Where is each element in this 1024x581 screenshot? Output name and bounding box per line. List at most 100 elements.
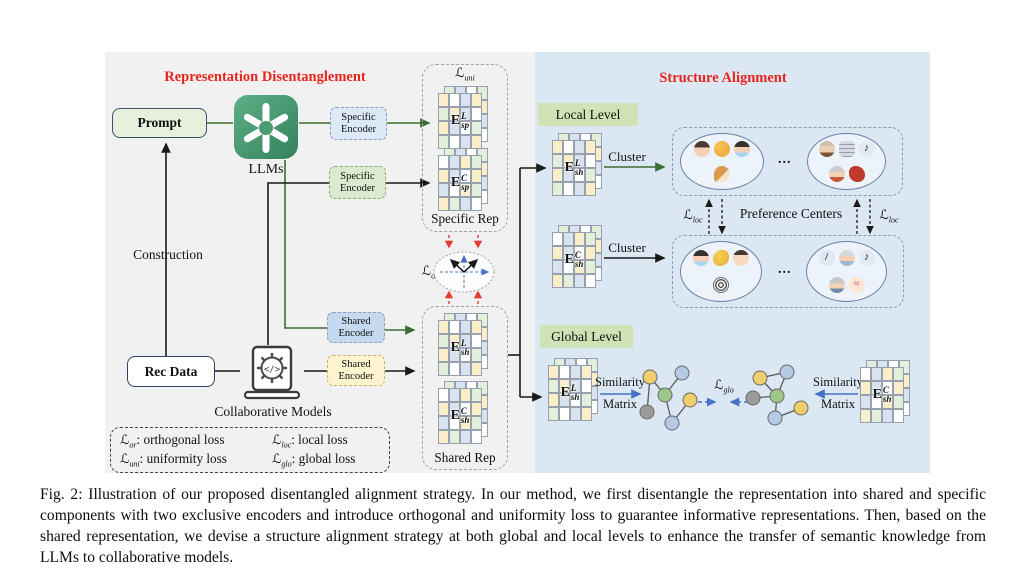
matrix-cell — [471, 320, 482, 334]
orthogonal-axes-icon — [433, 251, 495, 293]
peach-icon — [714, 141, 730, 158]
matrix-cell — [552, 140, 563, 154]
coins-icon — [838, 141, 855, 158]
matrix-cell — [471, 155, 482, 169]
matrix-cell — [460, 362, 471, 376]
collaborative-model: </> — [240, 345, 304, 403]
shared-encoder-collab: Shared Encoder — [327, 355, 385, 386]
matrix-cell — [471, 388, 482, 402]
matrix-cell — [438, 320, 449, 334]
matrix-cell — [570, 365, 581, 379]
matrix-cell — [860, 381, 871, 395]
matrix-cell — [460, 183, 471, 197]
legend-loc-desc: : local loss — [291, 431, 348, 447]
matrix-cell — [552, 274, 563, 288]
matrix-cell — [438, 135, 449, 149]
similarity-left-line2: Matrix — [602, 397, 638, 411]
left-panel-title: Representation Disentanglement — [164, 69, 366, 85]
graph-node-gray — [745, 390, 761, 406]
cluster-ellipsis-top: ... — [778, 152, 792, 167]
matrix-cell — [449, 183, 460, 197]
matrix-cell — [438, 402, 449, 416]
matrix-cell — [585, 168, 596, 182]
matrix-cell — [438, 197, 449, 211]
matrix-cell — [585, 260, 596, 274]
matrix-cell — [449, 107, 460, 121]
matrix-cell — [438, 121, 449, 135]
matrix-cell — [438, 362, 449, 376]
matrix-cell — [460, 320, 471, 334]
matrix-cell — [559, 365, 570, 379]
matrix-cell — [563, 274, 574, 288]
global-loss-label: ℒglo — [714, 378, 734, 395]
matrix-cell — [882, 395, 893, 409]
local-level-label: Local Level — [555, 106, 621, 122]
matrix-cell — [438, 430, 449, 444]
similarity-right-line1: Similarity — [813, 375, 863, 389]
matrix-cell — [882, 381, 893, 395]
matrix-cell — [449, 121, 460, 135]
granny-icon — [828, 276, 845, 293]
matrix-cell — [471, 362, 482, 376]
matrix-cell — [893, 395, 904, 409]
figure-caption: Fig. 2: Illustration of our proposed dis… — [40, 486, 986, 566]
similarity-graph-llm — [636, 358, 702, 432]
matrix-cell — [438, 416, 449, 430]
local-loss-left-label: ℒloc — [683, 208, 703, 225]
prompt-box: Prompt — [112, 108, 207, 138]
matrix-cell — [438, 155, 449, 169]
graph-node-yellow — [682, 392, 698, 408]
dancer-music-icon — [858, 141, 875, 158]
matrix-cell — [449, 430, 460, 444]
matrix-cell — [552, 246, 563, 260]
matrix-cell — [563, 232, 574, 246]
matrix-cell — [471, 197, 482, 211]
fishing-man-icon — [818, 250, 835, 267]
matrix-cell — [574, 260, 585, 274]
matrix-cell — [585, 154, 596, 168]
matrix-cell — [581, 407, 592, 421]
matrix-cell — [552, 232, 563, 246]
matrix-cell — [449, 416, 460, 430]
matrix-cell — [449, 169, 460, 183]
matrix-cell — [460, 388, 471, 402]
woman-icon — [694, 141, 710, 158]
graph-node-yellow — [793, 400, 809, 416]
matrix-cell — [585, 274, 596, 288]
matrix-cell — [581, 379, 592, 393]
matrix-cell — [449, 197, 460, 211]
matrix-cell — [893, 367, 904, 381]
matrix-cell — [860, 395, 871, 409]
matrix-cell — [438, 334, 449, 348]
svg-text:</>: </> — [264, 365, 281, 375]
matrix-cell — [449, 334, 460, 348]
matrix-cell — [460, 107, 471, 121]
orthogonal-axes — [432, 250, 496, 294]
boy-icon — [693, 250, 709, 267]
matrix-cell — [581, 365, 592, 379]
matrix-cell — [460, 121, 471, 135]
matrix-cell — [563, 140, 574, 154]
cluster-ellipsis-bottom: ... — [778, 262, 792, 277]
matrix-cell — [570, 407, 581, 421]
prompt-label: Prompt — [137, 115, 182, 130]
matrix-cell — [585, 246, 596, 260]
cluster-label-top: Cluster — [608, 149, 646, 164]
collaborative-models-label: Collaborative Models — [214, 404, 332, 419]
graph-node-gray — [639, 404, 655, 420]
legend-item-uni: ℒuni: uniformity loss — [120, 451, 272, 469]
matrix-cell — [585, 140, 596, 154]
dancer-music-icon — [858, 250, 875, 267]
preference-centers-label: Preference Centers — [739, 206, 843, 221]
matrix-cell — [574, 140, 585, 154]
local-level-badge: Local Level — [538, 103, 638, 126]
matrix-cell — [893, 381, 904, 395]
matrix-cell — [581, 393, 592, 407]
matrix-cell — [548, 407, 559, 421]
matrix-cell — [460, 155, 471, 169]
ribbon-gymnast-icon — [848, 276, 865, 293]
rec-data-box: Rec Data — [127, 356, 215, 387]
